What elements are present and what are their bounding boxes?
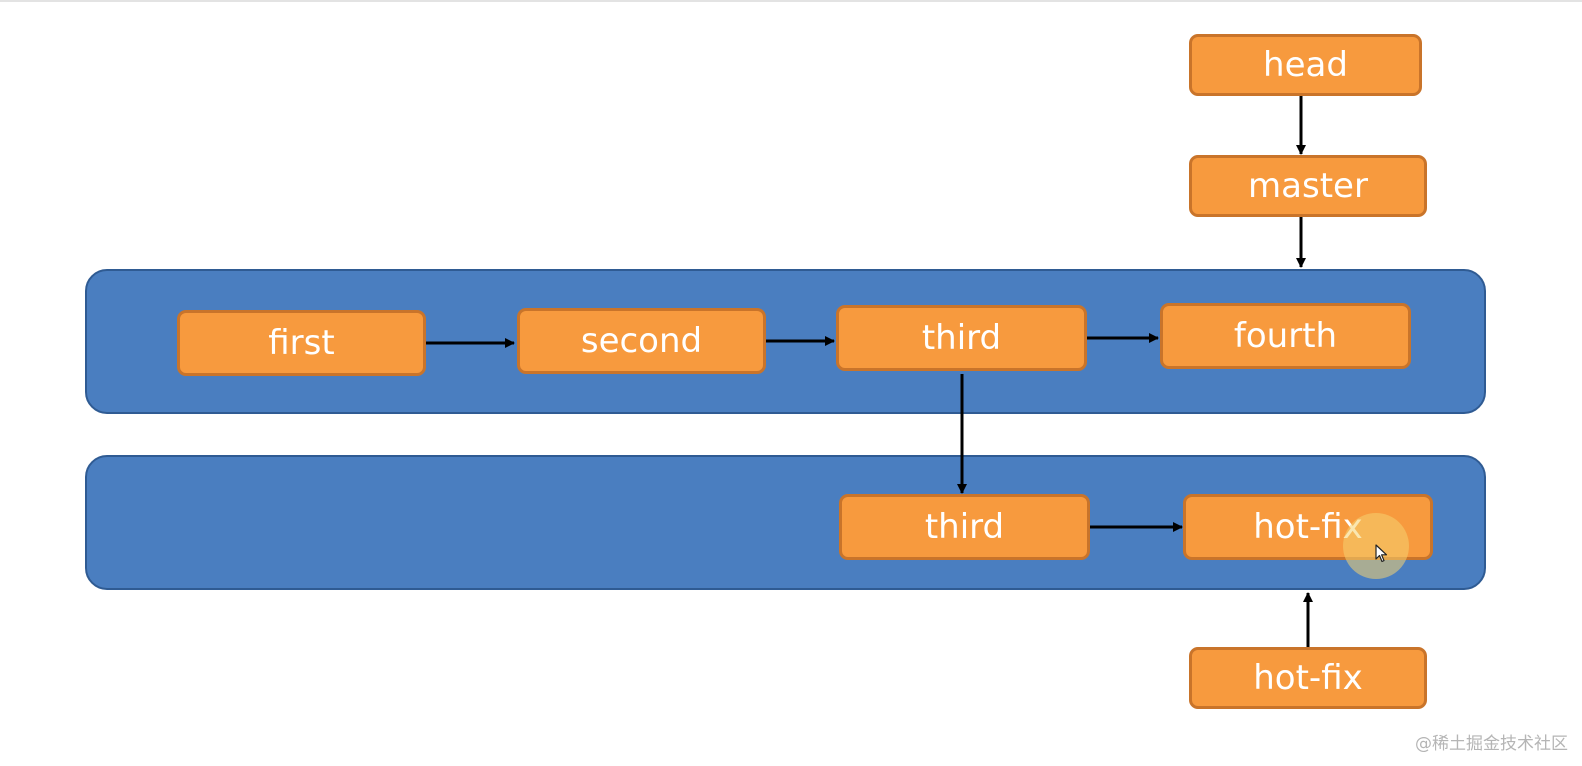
commit-first-node: first <box>177 310 426 376</box>
head-ref-node: head <box>1189 34 1422 96</box>
hotfix-ref-node: hot-fix <box>1189 647 1427 709</box>
commit-second-node: second <box>517 308 766 374</box>
mouse-pointer-icon <box>1375 544 1388 563</box>
commit-fourth-node: fourth <box>1160 303 1411 369</box>
master-ref-node: master <box>1189 155 1427 217</box>
top-rule <box>0 0 1582 2</box>
watermark: @稀土掘金技术社区 <box>1415 734 1568 754</box>
commit-third-main-node: third <box>836 305 1087 371</box>
commit-third-branch-node: third <box>839 494 1090 560</box>
